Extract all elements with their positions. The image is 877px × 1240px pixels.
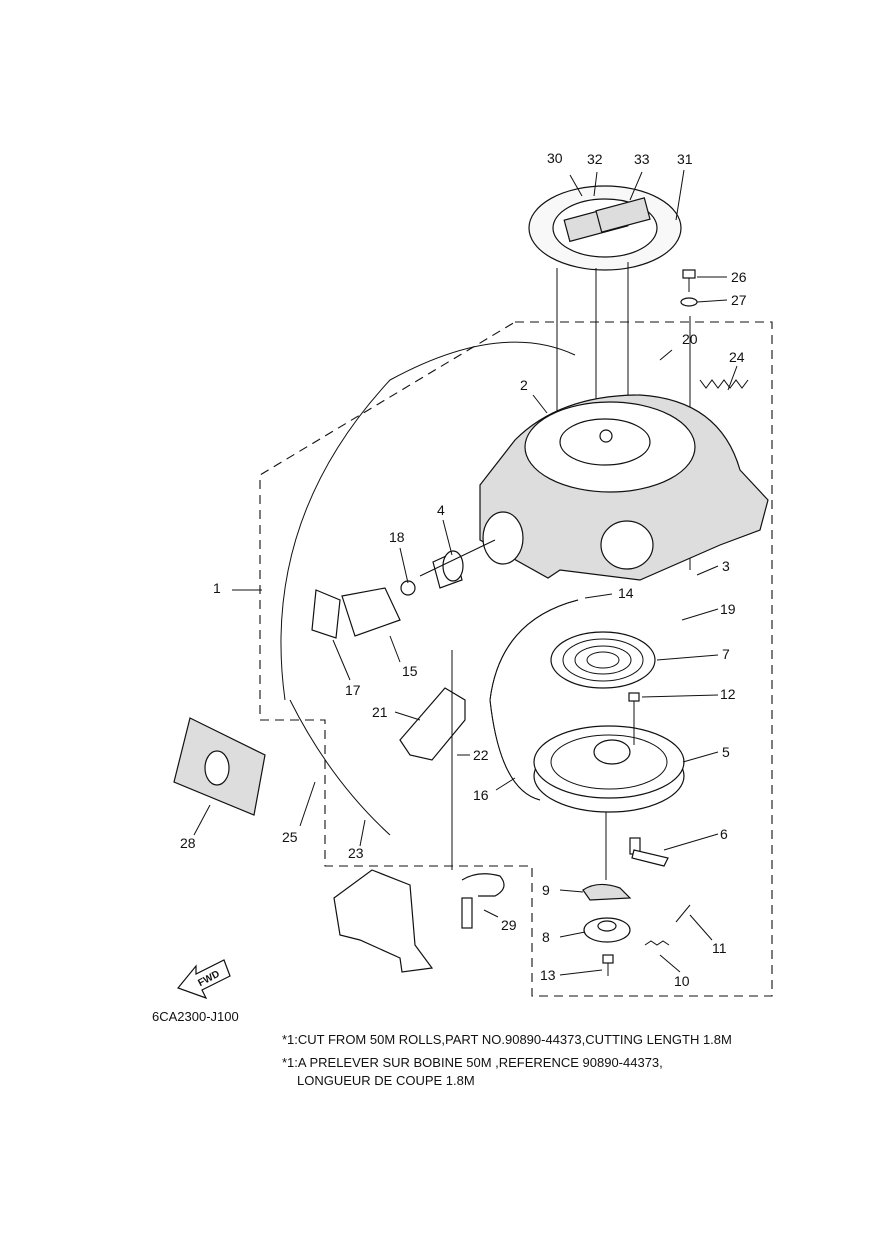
callout-28: 28 (180, 835, 196, 851)
callout-22: 22 (473, 747, 489, 763)
callout-31: 31 (677, 151, 693, 167)
starter-case (479, 394, 769, 581)
callout-33: 33 (634, 151, 650, 167)
callout-11: 11 (712, 940, 727, 956)
callout-4: 4 (437, 502, 445, 518)
callout-14: 14 (618, 585, 634, 601)
part-callouts: 30 32 33 31 26 27 20 24 2 4 18 3 1 14 19… (180, 150, 747, 989)
callout-29: 29 (501, 917, 517, 933)
callout-15: 15 (402, 663, 418, 679)
lever-assembly (311, 580, 416, 639)
callout-24: 24 (729, 349, 745, 365)
callout-19: 19 (720, 601, 736, 617)
callout-16: 16 (473, 787, 489, 803)
cover-plate (173, 717, 266, 816)
callout-7: 7 (722, 646, 730, 662)
fwd-arrow-icon: FWD (176, 959, 231, 1000)
callout-30: 30 (547, 150, 563, 166)
decal-set (528, 185, 682, 271)
callout-6: 6 (720, 826, 728, 842)
callout-21: 21 (372, 704, 388, 720)
assembly-boundary (259, 321, 773, 997)
callout-9: 9 (542, 882, 550, 898)
callout-20: 20 (682, 331, 698, 347)
figure-code: 6CA2300-J100 (152, 1009, 239, 1024)
callout-27: 27 (731, 292, 747, 308)
note-english: *1:CUT FROM 50M ROLLS,PART NO.90890-4437… (282, 1032, 732, 1047)
callout-26: 26 (731, 269, 747, 285)
callout-32: 32 (587, 151, 603, 167)
callout-12: 12 (720, 686, 736, 702)
callout-5: 5 (722, 744, 730, 760)
callout-17: 17 (345, 682, 361, 698)
callout-25: 25 (282, 829, 298, 845)
callout-13: 13 (540, 967, 556, 983)
callout-1: 1 (213, 580, 221, 596)
sheave-drum (533, 725, 685, 813)
callout-3: 3 (722, 558, 730, 574)
callout-18: 18 (389, 529, 405, 545)
recoil-spring (550, 631, 656, 689)
leader-lines (193, 169, 738, 976)
callout-23: 23 (348, 845, 364, 861)
callout-10: 10 (674, 973, 690, 989)
note-french-line1: *1:A PRELEVER SUR BOBINE 50M ,REFERENCE … (282, 1055, 663, 1070)
callout-2: 2 (520, 377, 528, 393)
note-french-line2: LONGUEUR DE COUPE 1.8M (297, 1073, 475, 1088)
starter-handle (419, 539, 496, 589)
callout-8: 8 (542, 929, 550, 945)
